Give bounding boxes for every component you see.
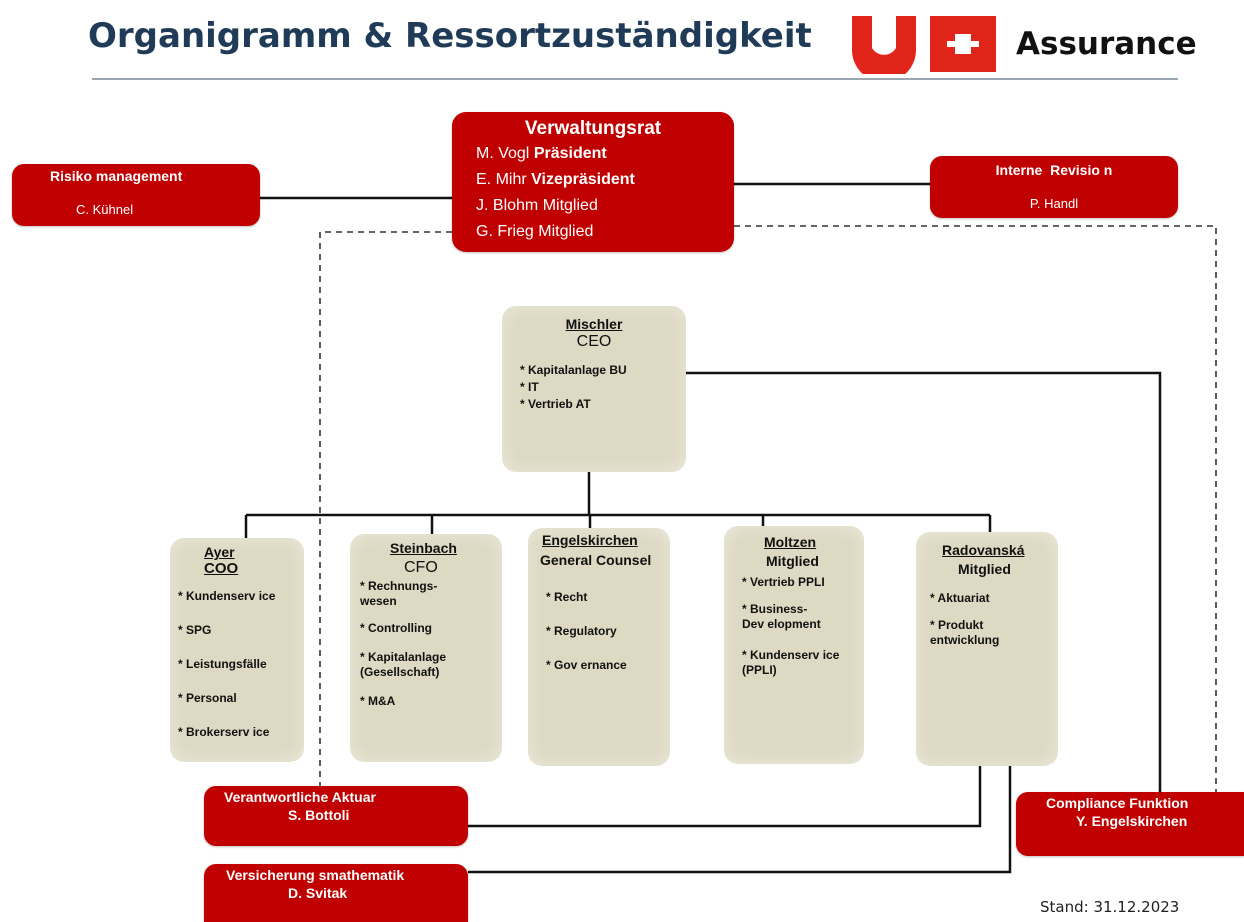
member-role: Präsident [533, 145, 607, 162]
exec-box-coo: Ayer COO * Kundenserv ice * SPG * Leistu… [170, 538, 304, 762]
board-member: M. Vogl Präsident [476, 141, 734, 167]
risk-title: Risiko management [50, 168, 183, 184]
member-name: M. Vogl [476, 145, 530, 162]
exec-items: * Recht * Regulatory * Gov ernance [546, 590, 670, 673]
header-divider [92, 78, 1178, 80]
member-role: Vizepräsident [531, 171, 635, 188]
exec-item: * Business- Dev elopment [742, 602, 821, 631]
member-name: E. Mihr [476, 171, 527, 188]
ceo-items: * Kapitalanlage BU * IT * Vertrieb AT [520, 363, 686, 412]
actuary-title: Verantwortliche Aktuar [224, 789, 376, 805]
compliance-box: Compliance Funktion Y. Engelskirchen [1016, 792, 1244, 856]
audit-title: Interne Revisio n [995, 162, 1113, 178]
ceo-item: * Vertrieb AT [520, 397, 591, 411]
board-member: J. Blohm Mitglied [476, 193, 734, 219]
exec-item: * Produkt entwicklung [930, 618, 1000, 647]
exec-item: * Rechnungs- wesen [360, 579, 438, 608]
exec-item: * Vertrieb PPLI [742, 575, 825, 589]
logo-brand-text: Assurance [1016, 26, 1197, 62]
exec-items: * Vertrieb PPLI * Business- Dev elopment… [742, 575, 864, 678]
ceo-name: Mischler [565, 316, 623, 332]
exec-item: * Personal [178, 691, 237, 705]
exec-item: * Kundenserv ice [178, 589, 276, 603]
exec-name: Radovanská [942, 542, 1025, 558]
exec-items: * Rechnungs- wesen * Controlling * Kapit… [360, 579, 502, 709]
member-name: G. Frieg [476, 223, 534, 240]
exec-item: * SPG [178, 623, 212, 637]
exec-role: CFO [404, 559, 438, 576]
actuary-box: Verantwortliche Aktuar S. Bottoli [204, 786, 468, 846]
member-role: Mitglied [542, 197, 598, 214]
exec-box-radovanska: Radovanská Mitglied * Aktuariat * Produk… [916, 532, 1058, 766]
exec-role: Mitglied [958, 561, 1011, 577]
exec-item: * Kapitalanlage (Gesellschaft) [360, 650, 447, 679]
exec-item: * M&A [360, 694, 396, 708]
exec-name: Ayer [204, 544, 235, 560]
exec-box-moltzen: Moltzen Mitglied * Vertrieb PPLI * Busin… [724, 526, 864, 764]
board-box: Verwaltungsrat M. Vogl Präsident E. Mihr… [452, 112, 734, 252]
exec-box-cfo: Steinbach CFO * Rechnungs- wesen * Contr… [350, 534, 502, 762]
compliance-title: Compliance Funktion [1046, 795, 1189, 811]
risk-management-box: Risiko management C. Kühnel [12, 164, 260, 226]
page-title: Organigramm & Ressortzuständigkeit [88, 16, 812, 56]
exec-item: * Leistungsfälle [178, 657, 267, 671]
exec-items: * Kundenserv ice * SPG * Leistungsfälle … [178, 589, 304, 740]
exec-name: Steinbach [390, 540, 457, 556]
exec-item: * Regulatory [546, 624, 617, 638]
exec-item: * Aktuariat [930, 591, 990, 605]
exec-item: * Kundenserv ice (PPLI) [742, 648, 840, 677]
exec-role: Mitglied [766, 553, 819, 569]
exec-name: Moltzen [764, 534, 817, 550]
exec-role: COO [204, 560, 239, 577]
company-logo [850, 14, 1000, 82]
board-title: Verwaltungsrat [524, 118, 662, 139]
board-member: G. Frieg Mitglied [476, 219, 734, 245]
exec-item: * Recht [546, 590, 588, 604]
board-member: E. Mihr Vizepräsident [476, 167, 734, 193]
actuary-person: S. Bottoli [288, 807, 350, 823]
internal-audit-box: Interne Revisio n P. Handl [930, 156, 1178, 218]
ceo-box: Mischler CEO * Kapitalanlage BU * IT * V… [502, 306, 686, 472]
audit-person: P. Handl [1029, 196, 1079, 211]
compliance-person: Y. Engelskirchen [1076, 813, 1188, 829]
exec-items: * Aktuariat * Produkt entwicklung [930, 591, 1058, 648]
exec-item: * Controlling [360, 621, 432, 635]
ceo-role: CEO [576, 333, 612, 350]
status-date: Stand: 31.12.2023 [1040, 898, 1180, 916]
exec-name: Engelskirchen [542, 532, 638, 548]
math-title: Versicherung smathematik [226, 867, 405, 883]
member-name: J. Blohm [476, 197, 539, 214]
exec-box-general-counsel: Engelskirchen General Counsel * Recht * … [528, 528, 670, 766]
math-person: D. Svitak [288, 885, 348, 901]
ceo-item: * Kapitalanlage BU [520, 363, 627, 377]
ceo-item: * IT [520, 380, 539, 394]
exec-item: * Gov ernance [546, 658, 627, 672]
insurance-math-box: Versicherung smathematik D. Svitak [204, 864, 468, 922]
member-role: Mitglied [538, 223, 594, 240]
exec-item: * Brokerserv ice [178, 725, 270, 739]
logo-u-cross-icon [852, 16, 996, 82]
risk-person: C. Kühnel [76, 202, 134, 217]
board-member-list: M. Vogl Präsident E. Mihr Vizepräsident … [476, 141, 734, 245]
exec-role: General Counsel [540, 552, 652, 568]
